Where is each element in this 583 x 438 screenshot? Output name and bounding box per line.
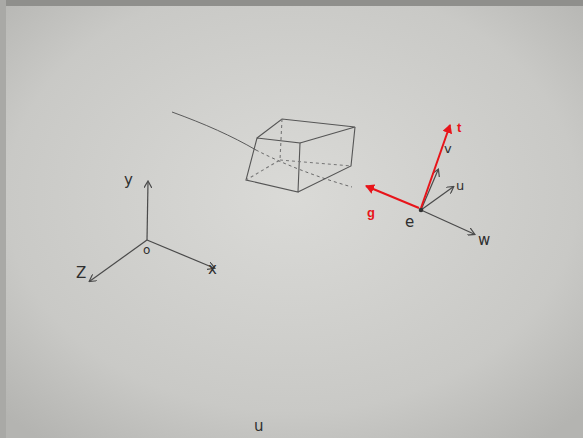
red-vectors bbox=[366, 125, 450, 208]
axis-label: u bbox=[456, 179, 464, 192]
point-label: e bbox=[405, 215, 414, 230]
origin-label: o bbox=[143, 244, 150, 256]
axis-label: w bbox=[478, 233, 490, 248]
eye-point bbox=[419, 208, 424, 213]
view-curve bbox=[172, 112, 256, 150]
paper-edge bbox=[0, 0, 6, 438]
world-axes bbox=[90, 182, 214, 281]
margin-letter: u bbox=[254, 419, 264, 434]
axis-label: y bbox=[124, 173, 133, 188]
axis-label: Z bbox=[76, 266, 86, 281]
axis-label: v bbox=[444, 142, 452, 155]
vector-label: t bbox=[457, 121, 461, 134]
axis-label: x bbox=[208, 262, 217, 277]
vector-label: g bbox=[367, 206, 375, 219]
view-curve-hidden bbox=[256, 150, 352, 187]
paper-edge bbox=[0, 0, 583, 6]
camera-frame bbox=[421, 170, 474, 234]
box-sketch bbox=[246, 119, 355, 192]
